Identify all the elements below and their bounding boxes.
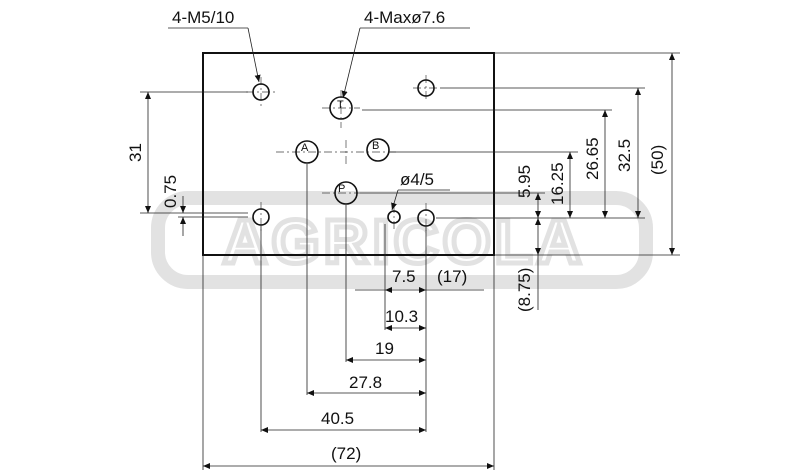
pin-hole: [387, 210, 401, 224]
dim-72: (72): [331, 444, 361, 463]
dim-10-3: 10.3: [385, 307, 418, 326]
port-b-circle: [366, 138, 390, 162]
port-b-label: B: [372, 140, 379, 152]
dimension-lines: [145, 53, 675, 469]
port-a-circle: [295, 140, 319, 164]
holes: [252, 79, 435, 227]
port-p-circle: [334, 181, 358, 205]
extension-lines: [140, 52, 680, 470]
dim-17: (17): [437, 267, 467, 286]
dim-16-25: 16.25: [548, 162, 567, 205]
port-a-label: A: [301, 142, 309, 154]
dim-26-65: 26.65: [583, 137, 602, 180]
thread-hole-top-left: [252, 83, 270, 101]
dim-50: (50): [648, 145, 667, 175]
thread-holes-callout: 4-M5/10: [172, 8, 234, 27]
dim-5-95: 5.95: [515, 165, 534, 198]
dim-40-5: 40.5: [321, 409, 354, 428]
port-t-circle: [329, 96, 353, 120]
dim-31: 31: [126, 143, 145, 162]
dim-7-5: 7.5: [392, 267, 416, 286]
pin-hole-callout: ø4/5: [400, 170, 434, 189]
port-p-label: P: [338, 183, 345, 195]
thread-hole-bottom-right: [417, 209, 435, 227]
plate-outline: [202, 52, 495, 256]
dim-27-8: 27.8: [349, 373, 382, 392]
callout-leaders: [168, 27, 470, 211]
dim-0-75: 0.75: [161, 175, 180, 208]
dim-8-75: (8.75): [515, 268, 534, 312]
dim-19: 19: [375, 339, 394, 358]
thread-hole-bottom-left: [252, 208, 270, 226]
dim-32-5: 32.5: [615, 139, 634, 172]
port-t-label: T: [337, 99, 344, 111]
port-holes-callout: 4-Maxø7.6: [364, 8, 445, 27]
thread-hole-top-right: [417, 79, 435, 97]
